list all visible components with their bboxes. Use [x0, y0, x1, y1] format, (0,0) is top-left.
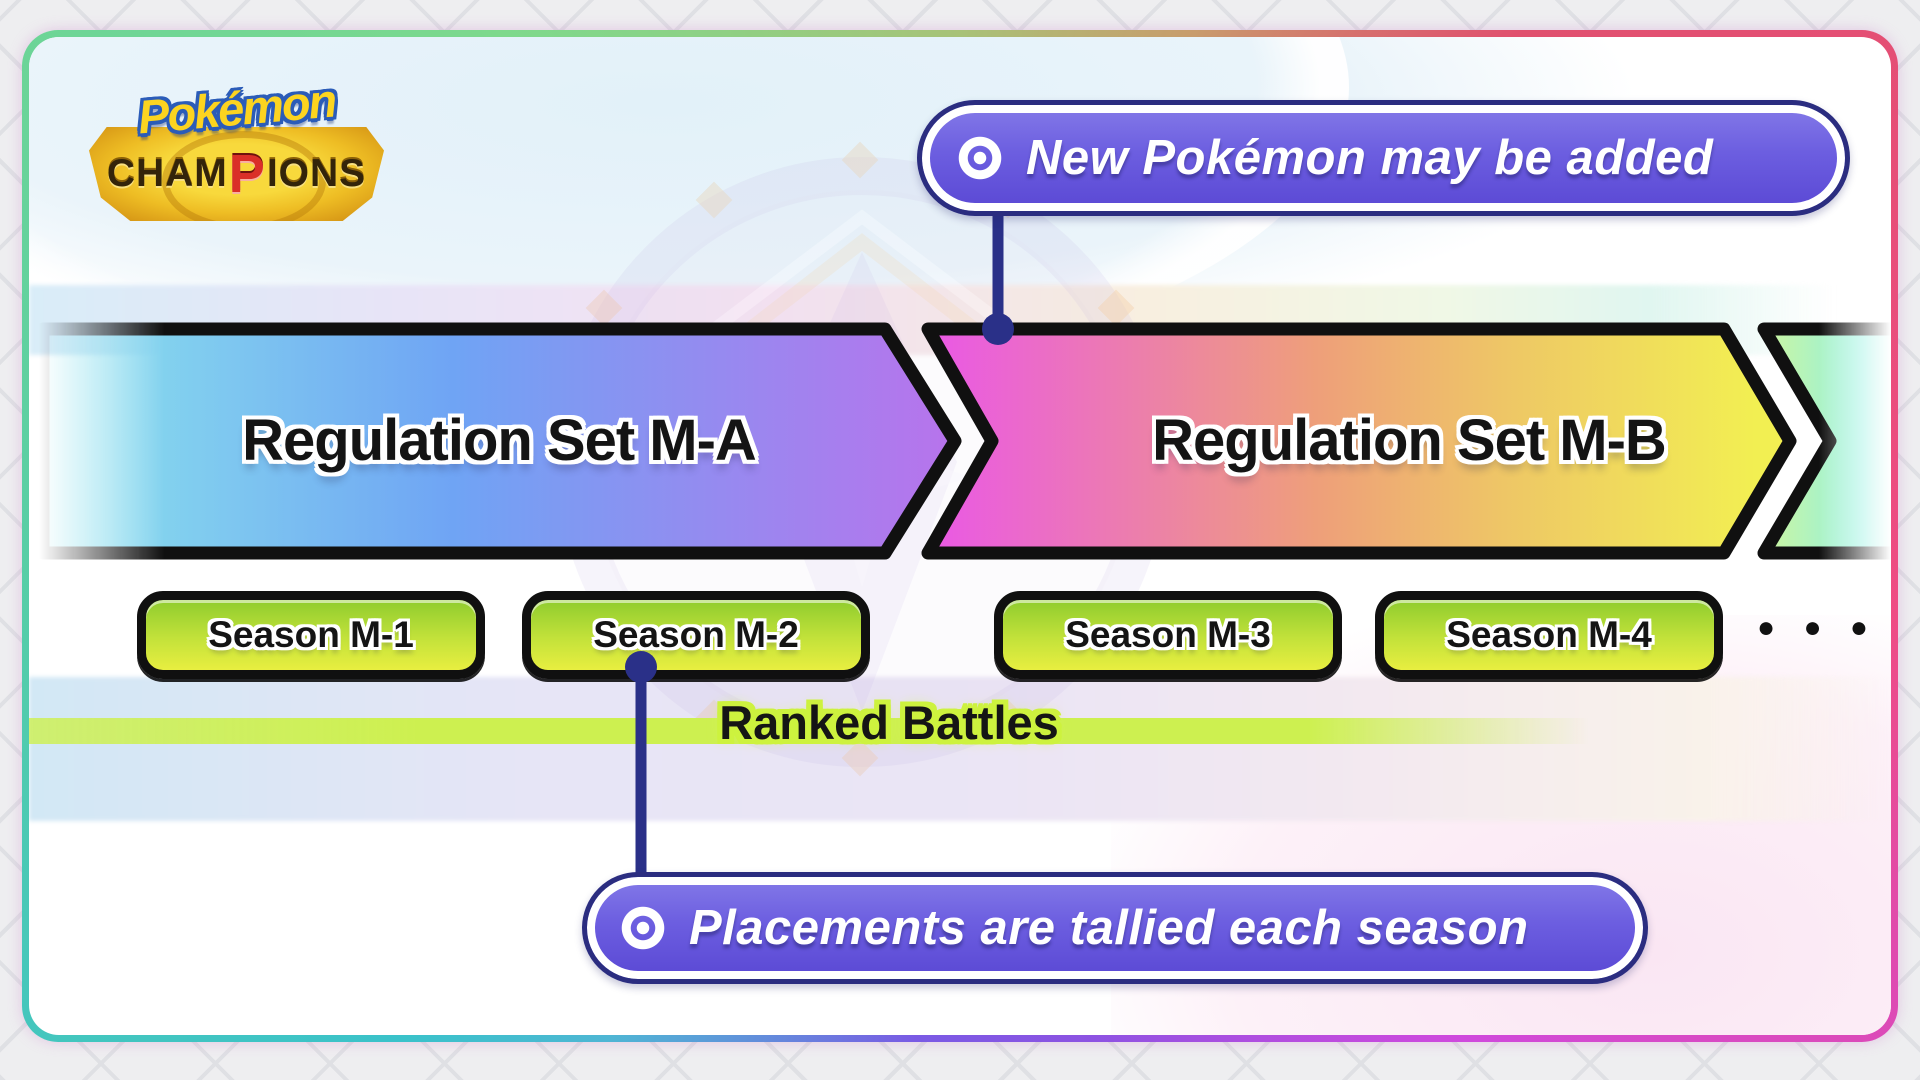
card: Regulation Set M-A Regulation Set M-B Se… — [29, 37, 1891, 1035]
season-m-2-label: Season M-2 — [593, 614, 799, 655]
pastel-band-lower — [29, 677, 1891, 821]
regulation-set-m-b-label: Regulation Set M-B — [1152, 408, 1667, 473]
placements-callout: Placements are tallied each season — [582, 872, 1648, 984]
placements-callout-text: Placements are tallied each season — [689, 901, 1529, 955]
arrow-regulation-set-m-b — [921, 322, 1797, 560]
new-pokemon-callout-text: New Pokémon may be added — [1026, 131, 1714, 185]
season-m-4-label: Season M-4 — [1446, 614, 1652, 655]
pokemon-champions-logo: Pokémon CHAMPIONS — [89, 73, 384, 239]
new-pokemon-callout: New Pokémon may be added — [917, 100, 1850, 216]
bullseye-icon — [958, 136, 1002, 180]
more-seasons-ellipsis: ● ● ● ● — [1757, 611, 1891, 644]
season-m-1-label: Season M-1 — [208, 614, 414, 655]
regulation-set-m-a-label: Regulation Set M-A — [242, 408, 757, 473]
rainbow-border-frame: Regulation Set M-A Regulation Set M-B Se… — [22, 30, 1898, 1042]
arrow-regulation-set-m-a — [36, 322, 962, 560]
bullseye-icon — [621, 906, 665, 950]
ranked-battles-label: Ranked Battles — [719, 696, 1059, 749]
bottom-connector-dot — [625, 651, 657, 683]
season-m-2-pill: Season M-2 — [522, 591, 870, 679]
ranked-battles-band — [29, 718, 1589, 744]
season-m-3-pill: Season M-3 — [994, 591, 1342, 679]
champions-wordmark: CHAMPIONS — [106, 144, 367, 204]
season-m-4-pill: Season M-4 — [1375, 591, 1723, 679]
season-m-3-label: Season M-3 — [1065, 614, 1271, 655]
season-m-1-pill: Season M-1 — [137, 591, 485, 679]
pokeball-p: P — [228, 144, 266, 204]
top-connector-dot — [982, 313, 1014, 345]
callout-connectors — [625, 205, 1014, 887]
regulation-arrows — [36, 322, 1891, 560]
champions-belt: CHAMPIONS — [89, 127, 384, 221]
arrow-next-regulation-set — [1757, 322, 1891, 560]
